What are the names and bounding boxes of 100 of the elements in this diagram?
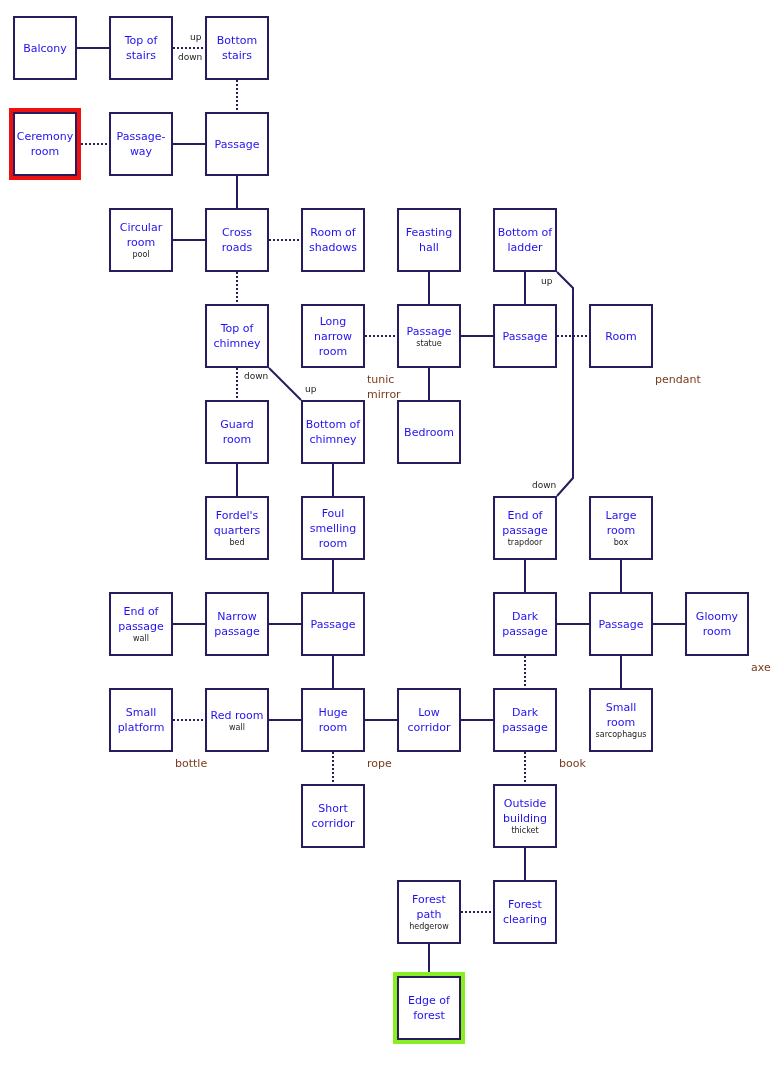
room-box (109, 688, 173, 752)
room-name: Cross roads (220, 225, 254, 255)
room-name: Outside building (501, 796, 549, 826)
connector-line (332, 559, 334, 593)
room-name: Long narrow room (312, 313, 354, 359)
item-label: book (559, 756, 586, 771)
room-name: Bedroom (403, 424, 455, 440)
connector-line (556, 623, 590, 625)
connector-line (524, 271, 526, 305)
dotted-connector (524, 751, 526, 785)
item-label: tunic (367, 372, 396, 387)
room-name: Passage (501, 328, 549, 344)
room-name: Circular room (118, 220, 164, 250)
room-name: Narrow passage (213, 609, 261, 639)
item-label: bed (229, 538, 245, 548)
connector-line (524, 847, 526, 881)
room-box (205, 688, 269, 752)
room-box (493, 688, 557, 752)
connector-line (268, 719, 302, 721)
room-name: End of passage (117, 604, 165, 634)
room-box (13, 16, 77, 80)
room-name: Bottom stairs (215, 33, 259, 63)
room-box (493, 784, 557, 848)
room-name: Foul smelling room (308, 505, 358, 551)
item-label: rope (367, 756, 392, 771)
room-box (493, 592, 557, 656)
item-label: box (613, 538, 629, 548)
room-name: Large room (604, 508, 638, 538)
connector-line (76, 47, 110, 49)
connector-line (428, 271, 430, 305)
dotted-connector (524, 655, 526, 689)
connector-line (620, 655, 622, 689)
room-name: Passage (405, 323, 453, 339)
room-name: Bottom of ladder (496, 225, 554, 255)
room-name: Passage (597, 616, 645, 632)
room-name: Room of shadows (308, 225, 358, 255)
room-name: Top of stairs (123, 33, 159, 63)
room-box (301, 592, 365, 656)
room-box (205, 304, 269, 368)
room-name: Small platform (116, 705, 166, 735)
item-label: bottle (175, 756, 208, 771)
room-name: Forest path (411, 892, 447, 922)
edge-label: down (243, 372, 270, 381)
room-name: Low corridor (406, 705, 452, 735)
room-name: Forest clearing (501, 897, 549, 927)
room-box (205, 208, 269, 272)
room-box (205, 16, 269, 80)
room-box (205, 592, 269, 656)
item-label: trapdoor (507, 538, 543, 548)
direction-label: down (531, 481, 558, 490)
item-label: thicket (511, 826, 539, 836)
room-box (493, 880, 557, 944)
room-name: Guard room (219, 417, 255, 447)
connector-line (332, 655, 334, 689)
room-name: Room (604, 328, 638, 344)
connector-line (460, 335, 494, 337)
item-label: wall (229, 722, 245, 733)
connector-line (268, 623, 302, 625)
connector-line (172, 623, 206, 625)
room-box (205, 112, 269, 176)
item-label: pendant (655, 372, 701, 387)
room-box (301, 496, 365, 560)
dotted-connector (332, 751, 334, 785)
dotted-connector (236, 79, 238, 113)
dotted-connector (236, 271, 238, 305)
room-box (301, 784, 365, 848)
connector-line (332, 463, 334, 497)
room-name: Feasting hall (404, 225, 454, 255)
item-label: axe (751, 660, 771, 675)
room-name: Ceremony room (15, 129, 75, 159)
edge-label: up (304, 385, 318, 394)
room-box (589, 688, 653, 752)
room-box (301, 688, 365, 752)
item-label: sarcophagus (595, 730, 647, 740)
room-name: Huge room (317, 705, 349, 735)
connector-line (236, 463, 238, 497)
room-box (589, 496, 653, 560)
room-name: Short corridor (310, 801, 356, 831)
room-box (493, 496, 557, 560)
room-box (109, 592, 173, 656)
room-box (301, 400, 365, 464)
room-name: Edge of forest (407, 993, 451, 1023)
room-box (397, 208, 461, 272)
room-box (397, 880, 461, 944)
connector-line (236, 175, 238, 209)
room-name: Balcony (22, 40, 68, 56)
connector-line (524, 559, 526, 593)
room-box (397, 400, 461, 464)
connector-line (364, 719, 398, 721)
room-box (397, 304, 461, 368)
room-name: Bottom of chimney (304, 417, 362, 447)
connector-line (460, 719, 494, 721)
room-name: Dark passage (501, 609, 549, 639)
room-name: Passage (213, 136, 261, 152)
connector-line (556, 271, 574, 497)
edge-label: up (189, 33, 203, 42)
room-name: Top of chimney (212, 321, 262, 351)
connector-line (652, 623, 686, 625)
item-label: hedgerow (409, 922, 449, 932)
connector-line (172, 143, 206, 145)
